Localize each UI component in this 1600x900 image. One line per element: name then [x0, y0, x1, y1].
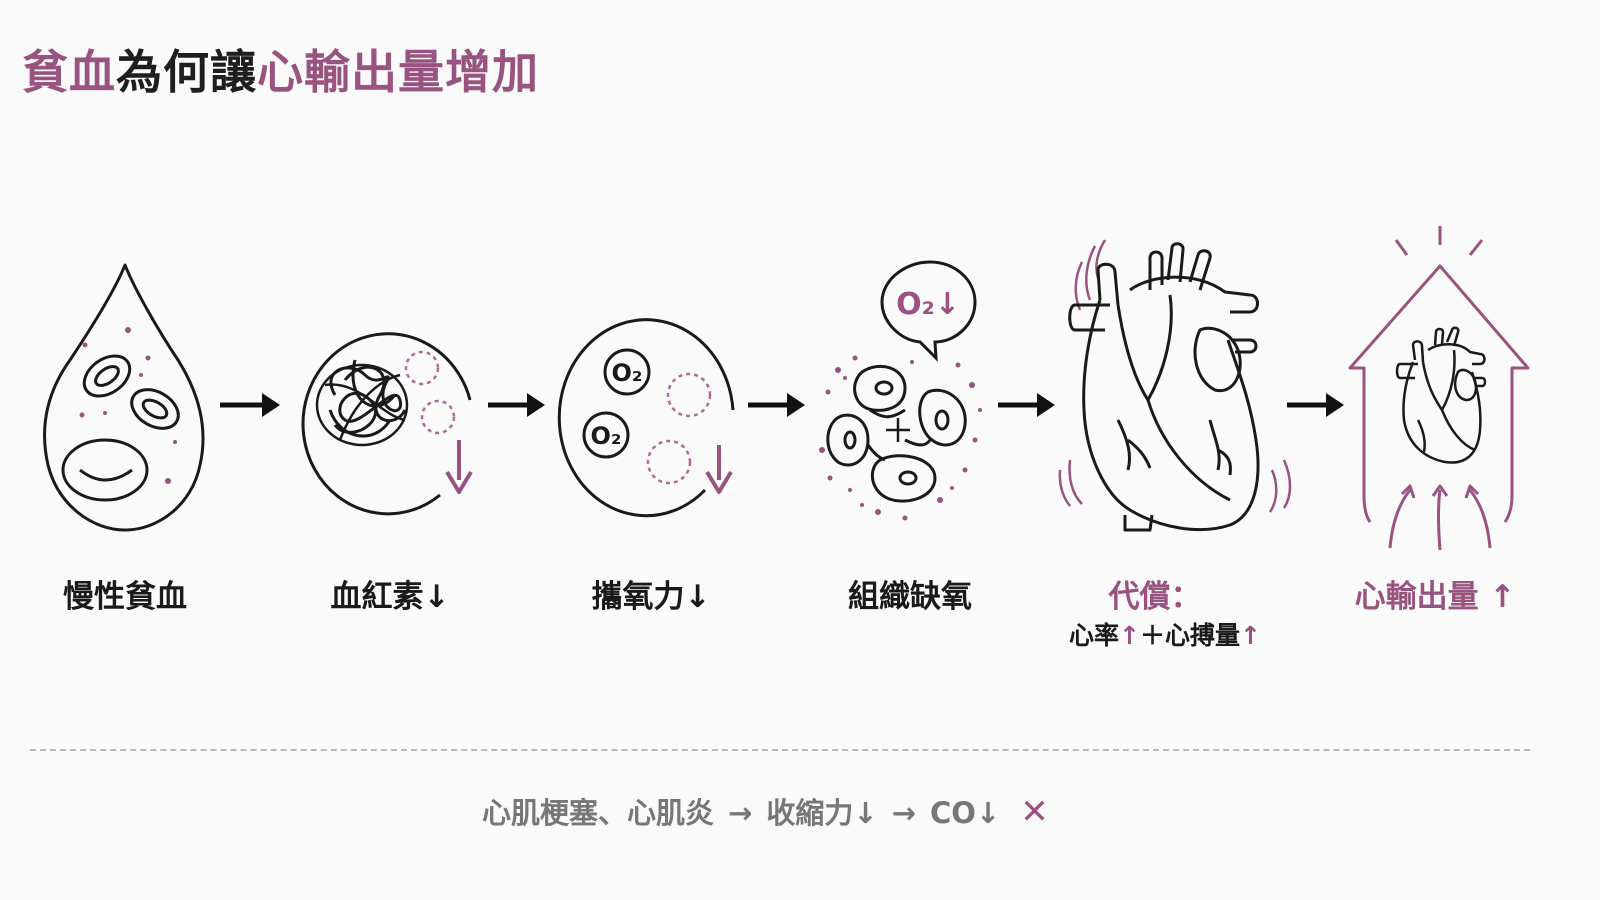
title-part-anemia: 貧血 — [22, 45, 116, 99]
red-blood-cell-2 — [130, 388, 180, 430]
flow-arrow-1 — [220, 393, 280, 417]
title-part-cardiac-output: 心輸出量增加 — [257, 45, 539, 99]
hemoglobin-knot — [315, 359, 409, 447]
heart-rate-up-arrow: ↑ — [1119, 621, 1140, 650]
page-title: 貧血為何讓心輸出量增加 — [22, 36, 539, 102]
flow-arrow-3 — [748, 393, 805, 417]
decrease-arrow-icon — [705, 445, 733, 494]
footer-note: 心肌梗塞、心肌炎 → 收縮力↓ → CO↓ ✕ — [482, 790, 1063, 832]
footer-arrow-2: → — [891, 796, 916, 830]
hemoglobin-icon — [301, 332, 473, 516]
title-part-why: 為何讓 — [116, 45, 257, 99]
o2-molecule-label: O₂ — [612, 359, 643, 387]
footer-contractility-decrease: 收縮力↓ — [766, 796, 878, 830]
step-label-tissue-hypoxia: 組織缺氧 — [848, 579, 972, 615]
decrease-arrow-icon — [445, 440, 473, 494]
step-label-compensation: 代償： — [1108, 579, 1202, 615]
footer-causes: 心肌梗塞、心肌炎 — [482, 796, 715, 830]
speech-bubble-icon — [880, 260, 977, 362]
red-blood-cell-3 — [61, 438, 149, 502]
stroke-volume-text: ＋心搏量 — [1140, 621, 1241, 650]
cardiac-output-up-icon — [1348, 226, 1530, 551]
step-label-chronic-anemia: 慢性貧血 — [63, 579, 187, 615]
red-blood-cell-1 — [82, 354, 132, 398]
o2-molecule-label: O₂ — [591, 422, 622, 450]
heart-rate-text: 心率 — [1069, 621, 1120, 650]
step-label-oxygen-capacity-decrease: 攜氧力↓ — [591, 579, 711, 615]
stroke-volume-up-arrow: ↑ — [1240, 621, 1261, 650]
footer-co-decrease: CO↓ — [929, 796, 1001, 830]
blood-drop-icon — [42, 263, 205, 532]
beating-heart-icon — [1058, 239, 1292, 532]
step-label-cardiac-output-up: 心輸出量 ↑ — [1354, 579, 1516, 615]
flow-arrow-5 — [1287, 393, 1344, 417]
compensation-detail: 心率↑＋心搏量↑ — [1069, 616, 1261, 652]
footer-arrow-1: → — [728, 796, 753, 830]
step-label-hemoglobin-decrease: 血紅素↓ — [330, 579, 450, 615]
hypoxic-tissue-icon — [819, 260, 982, 521]
flow-arrow-2 — [488, 393, 545, 417]
section-divider — [30, 749, 1530, 751]
bubble-o2-decrease-text: O₂↓ — [896, 287, 960, 322]
cross-mark-icon: ✕ — [1020, 792, 1049, 832]
oxygen-capacity-icon — [557, 318, 735, 518]
flow-arrow-4 — [998, 393, 1055, 417]
